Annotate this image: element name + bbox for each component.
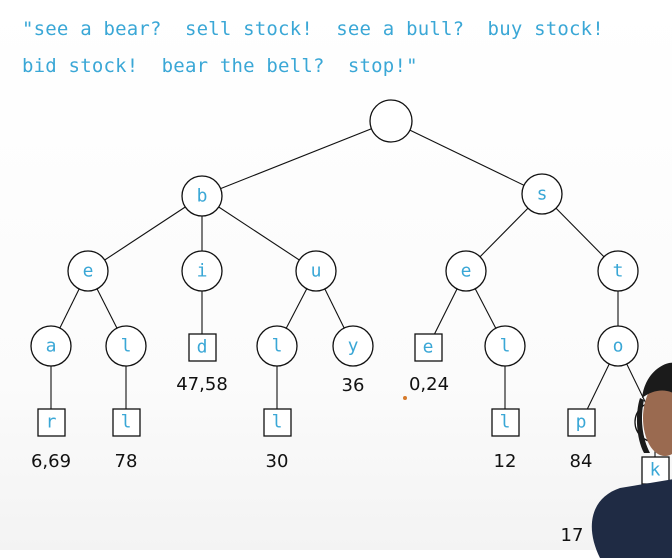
node-letter: b	[197, 186, 208, 207]
node-letter: u	[311, 261, 322, 282]
trie-node-b-e-a: a	[30, 325, 72, 367]
trie-leaf-s-e-e: e 0,24	[409, 333, 449, 395]
node-letter: d	[197, 337, 208, 358]
position-label: 12	[494, 451, 517, 472]
node-letter: y	[348, 336, 359, 357]
position-label: 36	[342, 375, 365, 396]
edge-root-s	[390, 120, 543, 195]
trie-edges	[50, 120, 656, 470]
node-letter: l	[500, 336, 511, 357]
edge-b-u	[201, 195, 317, 272]
node-letter: k	[650, 460, 661, 481]
trie-node-b-e-l: l	[105, 325, 147, 367]
node-letter: l	[500, 412, 511, 433]
trie-leaf-b-u-l-l: l 30	[263, 408, 292, 472]
position-label: 17	[561, 525, 584, 546]
node-letter: e	[461, 261, 472, 282]
node-letter: t	[613, 261, 624, 282]
presenter-video	[580, 358, 672, 558]
position-label: 0,24	[409, 374, 449, 395]
trie-node-b-u-l: l	[256, 325, 298, 367]
node-letter: l	[121, 336, 132, 357]
node-letter: s	[537, 184, 548, 205]
position-label: 6,69	[31, 451, 71, 472]
position-label: 84	[570, 451, 593, 472]
trie-node-b-u: u	[295, 250, 337, 292]
node-letter: o	[613, 336, 624, 357]
trie-node-s-e: e	[445, 250, 487, 292]
node-letter: i	[197, 261, 208, 282]
trie-leaf-b-e-a-r: r 6,69	[31, 408, 71, 472]
node-letter: e	[83, 261, 94, 282]
trie-node-root	[369, 99, 413, 143]
trie-node-b-e: e	[67, 250, 109, 292]
trie-node-b-u-y: y 36	[332, 325, 374, 396]
trie-node-s: s	[521, 173, 563, 215]
trie-node-b: b	[181, 175, 223, 217]
position-label: 47,58	[176, 374, 228, 395]
position-label: 30	[266, 451, 289, 472]
trie-node-s-t-o: o	[597, 325, 639, 367]
edge-root-b	[201, 120, 392, 197]
node-letter: r	[46, 412, 57, 433]
quote-line-2: bid stock! bear the bell? stop!"	[22, 55, 418, 77]
node-letter: l	[121, 412, 132, 433]
edge-b-e	[87, 195, 203, 272]
trie-leaf-s-e-l-l: l 12	[491, 408, 520, 472]
trie-node-s-e-l: l	[484, 325, 526, 367]
trie-node-b-i: i	[181, 250, 223, 292]
pointer-dot	[403, 396, 407, 400]
trie-leaf-b-e-l-l: l 78	[112, 408, 141, 472]
node-letter: p	[576, 412, 587, 433]
trie-leaf-b-i-d: d 47,58	[176, 333, 228, 395]
trie-leaf-s-t-o-p: p 84	[567, 408, 596, 472]
node-letter: l	[272, 412, 283, 433]
quote-line-1: "see a bear? sell stock! see a bull? buy…	[22, 18, 604, 40]
node-letter: a	[46, 336, 57, 357]
node-letter: e	[423, 337, 434, 358]
position-label: 78	[115, 451, 138, 472]
trie-node-s-t: t	[597, 250, 639, 292]
node-letter: l	[272, 336, 283, 357]
